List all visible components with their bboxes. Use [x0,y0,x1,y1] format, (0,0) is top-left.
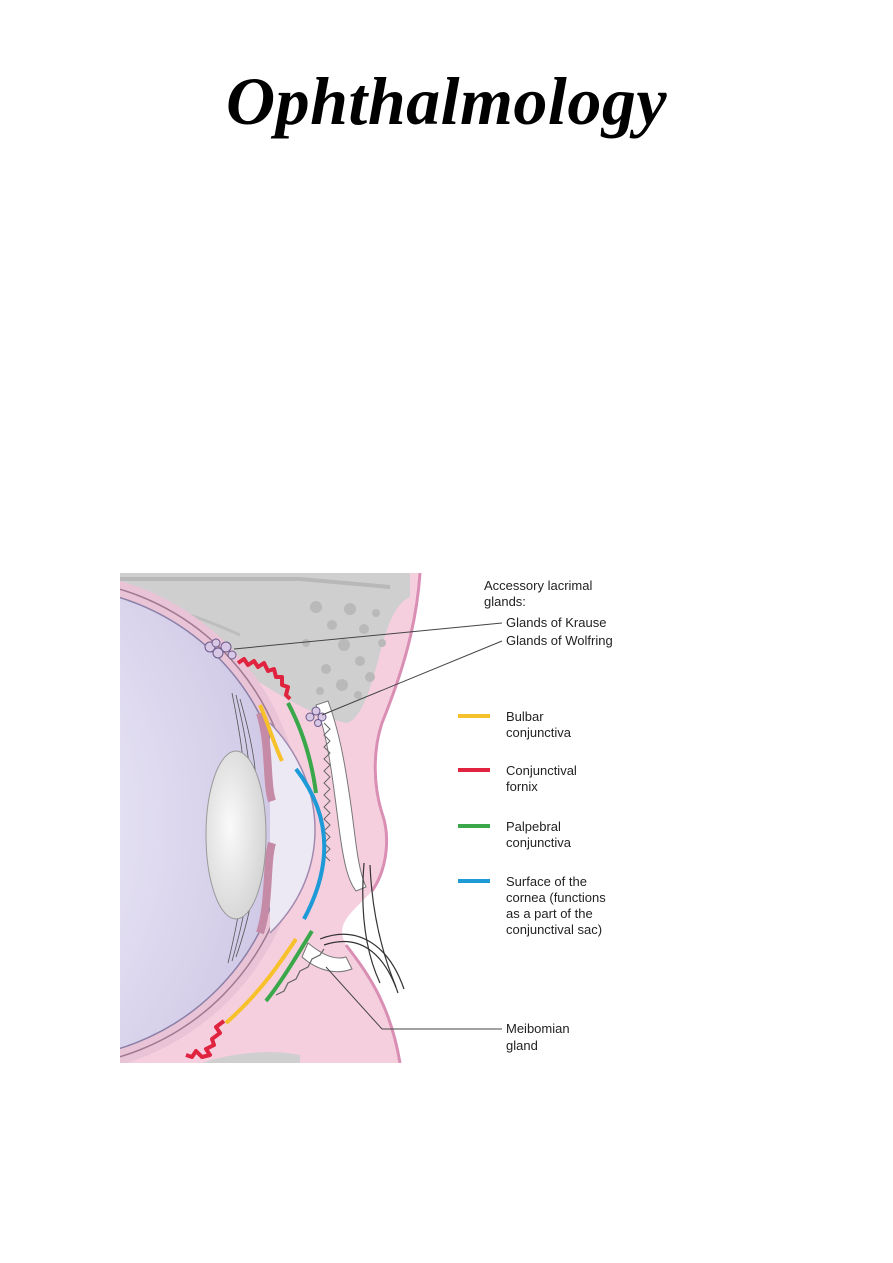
anatomy-illustration [120,573,434,1063]
wolfring-leader [321,640,503,716]
legend: Bulbar conjunctiva Conjunctival fornix P… [458,709,606,937]
lower-lid-skin [344,944,402,1063]
legend-palpebral-line1: Palpebral [506,819,561,834]
palpebral-upper-line [286,702,318,794]
iris-upper [256,711,276,803]
fornix-lower-line [185,1019,226,1059]
upper-lash-1 [362,862,381,984]
lower-meibomian-tubules [275,948,325,996]
upper-lid-skin [370,573,422,892]
meibomian-label-line2: gland [506,1038,538,1053]
bulbar-upper-line [258,704,284,762]
meibomian-leader [325,966,502,1030]
glands-of-wolfring-label: Glands of Wolfring [506,633,613,648]
glands-of-krause-cluster [204,638,237,660]
eye-conjunctiva-diagram: Accessory lacrimal glands: Glands of Kra… [120,573,640,1063]
lower-tarsus [301,942,353,973]
legend-bulbar-line2: conjunctiva [506,725,572,740]
krause-leader [233,622,503,650]
cornea-surface-line [294,767,327,920]
diagram-svg: Accessory lacrimal glands: Glands of Kra… [120,573,613,1063]
orbital-floor-bone [202,1052,300,1063]
leader-lines [233,622,503,1030]
lower-lash-1 [319,933,405,990]
accessory-heading-line1: Accessory lacrimal [484,578,592,593]
bulbar-lower-line [224,937,298,1025]
glands-of-wolfring-cluster [305,706,327,727]
legend-cornea-line3: as a part of the [506,906,593,921]
legend-fornix-line2: fornix [506,779,538,794]
legend-cornea-line2: cornea (functions [506,890,606,905]
cornea [269,722,316,934]
legend-cornea-line4: conjunctival sac) [506,922,602,937]
bone-pores [302,601,386,699]
meibomian-label-line1: Meibomian [506,1021,570,1036]
legend-palpebral-line2: conjunctiva [506,835,572,850]
glands-of-krause-label: Glands of Krause [506,615,606,630]
legend-bulbar-line1: Bulbar [506,709,544,724]
fornix-upper-line [236,657,292,701]
outside-area [342,573,434,1063]
upper-lash-2 [369,864,397,988]
lower-lash-2 [323,940,399,994]
palpebral-lower-line [264,929,314,1003]
upper-meibomian-tubules [323,722,331,862]
lens [205,750,267,920]
page-title: Ophthalmology [226,63,667,139]
upper-tarsus [315,700,367,892]
legend-cornea-line1: Surface of the [506,874,587,889]
legend-fornix-line1: Conjunctival [506,763,577,778]
accessory-heading-line2: glands: [484,594,526,609]
bone-cortex [120,577,391,589]
iris-lower [256,841,276,935]
